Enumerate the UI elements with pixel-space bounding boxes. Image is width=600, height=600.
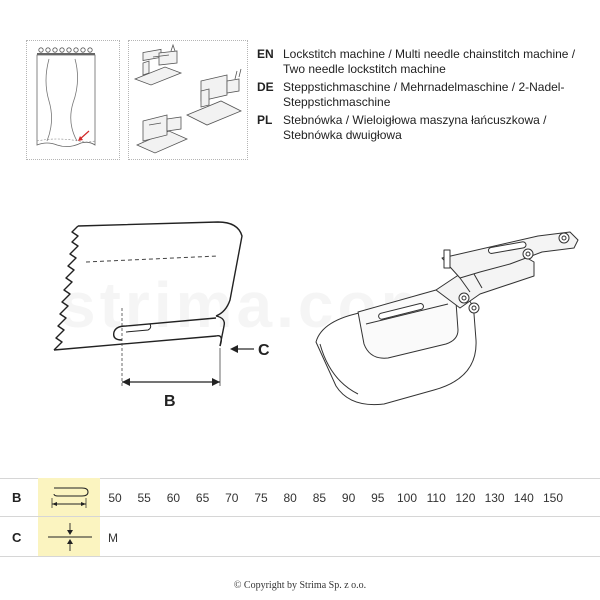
language-text: Stebnówka / Wieloigłowa maszyna łańcuszk… (283, 113, 547, 142)
dimension-b-label: B (164, 393, 176, 410)
size-value-b: 75 (254, 491, 268, 505)
language-text: Lockstitch machine / Multi needle chains… (283, 47, 576, 76)
size-value-b: 100 (396, 491, 418, 505)
size-value-b: 130 (484, 491, 505, 505)
size-value-b: 110 (426, 491, 446, 505)
sewing-machines-icon (133, 43, 242, 154)
machine-compatibility-text: EN Lockstitch machine / Multi needle cha… (257, 47, 592, 146)
language-row-de: DE Steppstichmaschine / Mehrnadelmaschin… (257, 80, 592, 109)
fabric-icon-panel (26, 40, 120, 160)
table-border-middle (0, 516, 600, 517)
language-text: Steppstichmaschine / Mehrnadelmaschine /… (283, 80, 565, 109)
fabric-thickness-icon (48, 523, 92, 551)
size-value-b: 50 (108, 491, 122, 505)
row-c-value: M (108, 531, 118, 545)
size-value-b: 65 (195, 491, 210, 505)
size-value-b: 80 (283, 491, 297, 505)
size-value-b: 120 (455, 491, 476, 505)
binder-attachment-drawing (315, 231, 579, 406)
table-border-bottom (0, 556, 600, 557)
size-value-b: 85 (312, 491, 327, 505)
size-value-b: 140 (513, 491, 534, 505)
row-b-icon-cell (38, 478, 100, 516)
row-c-label: C (12, 530, 22, 545)
binding-cross-section-diagram: B C (53, 221, 270, 410)
size-value-b: 55 (137, 491, 151, 505)
table-border-top (0, 478, 600, 479)
language-code: DE (257, 80, 274, 94)
row-b-label: B (12, 490, 22, 505)
dimension-c-label: C (258, 342, 270, 359)
size-value-b: 150 (542, 491, 564, 505)
size-value-b: 90 (341, 491, 356, 505)
language-code: PL (257, 113, 273, 127)
fabric-binding-icon (36, 47, 96, 147)
sizes-table: B 50 55 60 65 70 75 80 85 90 95 100 110 120 130 140 150… (0, 478, 600, 558)
language-row-en: EN Lockstitch machine / Multi needle cha… (257, 47, 592, 76)
binding-width-icon (51, 487, 89, 508)
size-value-b: 70 (225, 491, 239, 505)
machines-icon-panel (128, 40, 248, 160)
row-c-icon-cell (38, 517, 100, 556)
language-code: EN (257, 47, 274, 61)
language-row-pl: PL Stebnówka / Wieloigłowa maszyna łańcu… (257, 113, 592, 142)
size-value-b: 60 (166, 491, 181, 505)
size-value-b: 95 (371, 491, 385, 505)
copyright-text: © Copyright by Strima Sp. z o.o. (233, 580, 367, 591)
